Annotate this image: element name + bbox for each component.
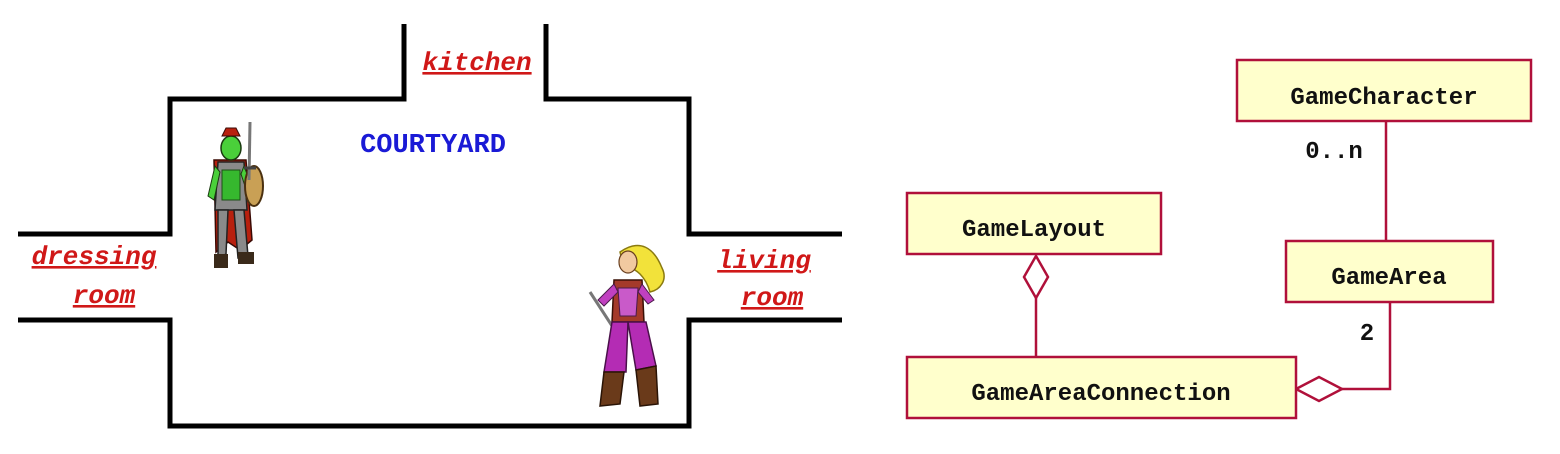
orc-warrior-character[interactable] [207, 121, 264, 268]
aggregation-diamond-layout [1022, 253, 1050, 301]
class-game-area-connection[interactable]: GameAreaConnection [905, 355, 1298, 420]
class-game-area-connection-name: GameAreaConnection [971, 381, 1230, 408]
aggregation-diamond-connection [1293, 375, 1345, 403]
class-game-character[interactable]: GameCharacter [1235, 58, 1533, 123]
assoc-area-connection [1342, 302, 1392, 391]
courtyard-walls [18, 24, 842, 429]
multiplicity-area-connection: 2 [1360, 321, 1374, 348]
door-living-room-label-line2[interactable]: room [741, 283, 804, 313]
class-game-layout[interactable]: GameLayout [905, 191, 1163, 256]
room-title: COURTYARD [360, 131, 506, 161]
class-game-layout-name: GameLayout [962, 217, 1106, 244]
class-diagram: GameCharacter GameArea GameLayout GameAr… [905, 58, 1533, 420]
door-living-room-label-line1[interactable]: living [717, 246, 811, 276]
class-game-area[interactable]: GameArea [1284, 239, 1495, 304]
class-game-character-name: GameCharacter [1290, 85, 1477, 112]
multiplicity-character-area: 0..n [1305, 139, 1363, 166]
class-game-area-name: GameArea [1331, 265, 1446, 292]
door-dressing-room-label-line1[interactable]: dressing [32, 242, 157, 272]
room-map: COURTYARD kitchen dressing room living r… [18, 24, 842, 429]
door-kitchen-label[interactable]: kitchen [422, 48, 531, 78]
female-swordfighter-character[interactable] [588, 244, 665, 407]
door-dressing-room-label-line2[interactable]: room [73, 281, 136, 311]
